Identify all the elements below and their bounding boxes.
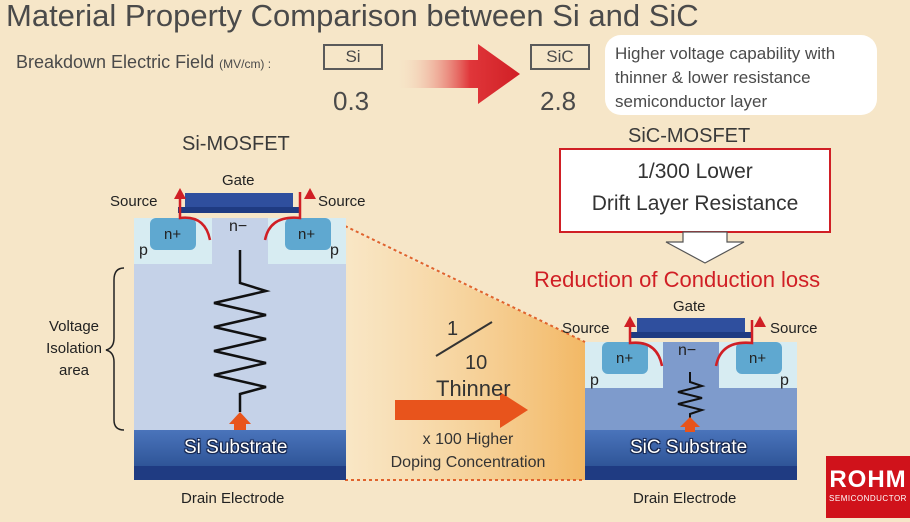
si-current-arrow [229, 412, 251, 430]
capability-note: Higher voltage capability with thinner &… [605, 35, 877, 115]
sic-mosfet-title: SiC-MOSFET [628, 125, 751, 147]
voltage-brace [105, 267, 125, 431]
si-nplus-left [150, 218, 196, 250]
fraction-denominator: 10 [465, 352, 488, 374]
sic-nplus-left-label: n+ [616, 350, 634, 367]
sic-nplus-right-label: n+ [749, 350, 767, 367]
breakdown-unit: (MV/cm) : [219, 57, 272, 71]
logo-name: ROHM [829, 466, 907, 493]
doping-line-1: x 100 Higher [422, 431, 514, 448]
note-line-1: Higher voltage capability with [615, 44, 836, 63]
sic-substrate-label: SiC Substrate [630, 437, 748, 458]
sic-resistance-text: 1/300 Lower Drift Layer Resistance [560, 156, 830, 220]
si-current-path-right [263, 192, 302, 241]
doping-line-2: Doping Concentration [390, 454, 546, 471]
si-gate-label: Gate [222, 172, 255, 189]
si-drain-electrode [134, 466, 346, 480]
si-drift-resistor [213, 250, 271, 412]
si-nplus-right-label: n+ [298, 226, 316, 243]
sic-gate-label: Gate [673, 298, 706, 315]
si-source-right-label: Source [318, 193, 366, 210]
sic-nplus-left [602, 342, 648, 374]
voltage-area-line-1: Voltage [48, 318, 100, 335]
sic-breakdown-value: 2.8 [540, 86, 577, 116]
sic-p-right-label: p [780, 372, 789, 389]
sic-resistance-box [559, 148, 831, 233]
fraction-slash [435, 321, 493, 357]
sic-gate-oxide [630, 332, 753, 338]
sic-resistance-line-2: Drift Layer Resistance [591, 192, 799, 215]
breakdown-label: Breakdown Electric Field (MV/cm) : [16, 52, 271, 73]
si-current-path-left [178, 192, 212, 241]
si-p-right-label: p [330, 242, 339, 259]
si-nplus-right [285, 218, 331, 250]
voltage-area-label: Voltage Isolation area [38, 316, 110, 382]
si-nplus-left-label: n+ [164, 226, 182, 243]
sic-source-left-label: Source [562, 320, 610, 337]
sic-drain-label: Drain Electrode [633, 490, 737, 507]
doping-label: x 100 Higher Doping Concentration [370, 428, 566, 474]
projection-line-top [344, 225, 586, 343]
sic-drain-electrode [585, 466, 797, 480]
sic-current-arrow [680, 417, 700, 432]
si-nminus-label: n− [229, 218, 248, 235]
sic-resistance-line-1: 1/300 Lower [637, 160, 753, 183]
voltage-area-line-2: Isolation [46, 340, 102, 357]
si-source-arrow-right [304, 188, 316, 199]
breakdown-label-text: Breakdown Electric Field [16, 52, 215, 72]
rohm-logo: ROHM SEMICONDUCTOR [826, 456, 910, 518]
si-mosfet-title: Si-MOSFET [182, 133, 290, 155]
page-title: Material Property Comparison between Si … [6, 0, 699, 33]
sic-nminus-label: n− [678, 342, 697, 359]
logo-sub: SEMICONDUCTOR [829, 494, 907, 503]
si-substrate-label: Si Substrate [184, 437, 288, 458]
si-gate [185, 193, 293, 207]
si-substrate [134, 430, 346, 466]
sic-source-arrow-right [754, 316, 766, 327]
sic-source-right-label: Source [770, 320, 818, 337]
sic-substrate [585, 430, 797, 466]
si-source-left-label: Source [110, 193, 158, 210]
sic-material-box: SiC [530, 44, 590, 70]
note-line-3: semiconductor layer [615, 92, 768, 111]
sic-gate [637, 318, 745, 332]
si-gate-oxide [178, 207, 301, 213]
note-line-2: thinner & lower resistance [615, 68, 811, 87]
voltage-area-line-3: area [58, 362, 90, 379]
thinner-label: Thinner [436, 376, 511, 401]
thinner-arrow [395, 392, 528, 428]
sic-current-path-right [714, 320, 754, 367]
sic-down-arrow [665, 231, 745, 264]
si-breakdown-value: 0.3 [333, 86, 370, 116]
si-to-sic-arrow [395, 44, 520, 104]
si-p-left-label: p [139, 242, 148, 259]
si-drain-label: Drain Electrode [181, 490, 285, 507]
sic-source-arrow-left [624, 316, 636, 327]
sic-nplus-right [736, 342, 782, 374]
reduction-heading: Reduction of Conduction loss [534, 267, 821, 292]
fraction-numerator: 1 [447, 318, 459, 340]
si-source-arrow-left [174, 188, 186, 199]
sic-p-left-label: p [590, 372, 599, 389]
sic-drift-resistor [677, 372, 706, 418]
sic-current-path-left [628, 320, 664, 367]
si-material-box: Si [323, 44, 383, 70]
